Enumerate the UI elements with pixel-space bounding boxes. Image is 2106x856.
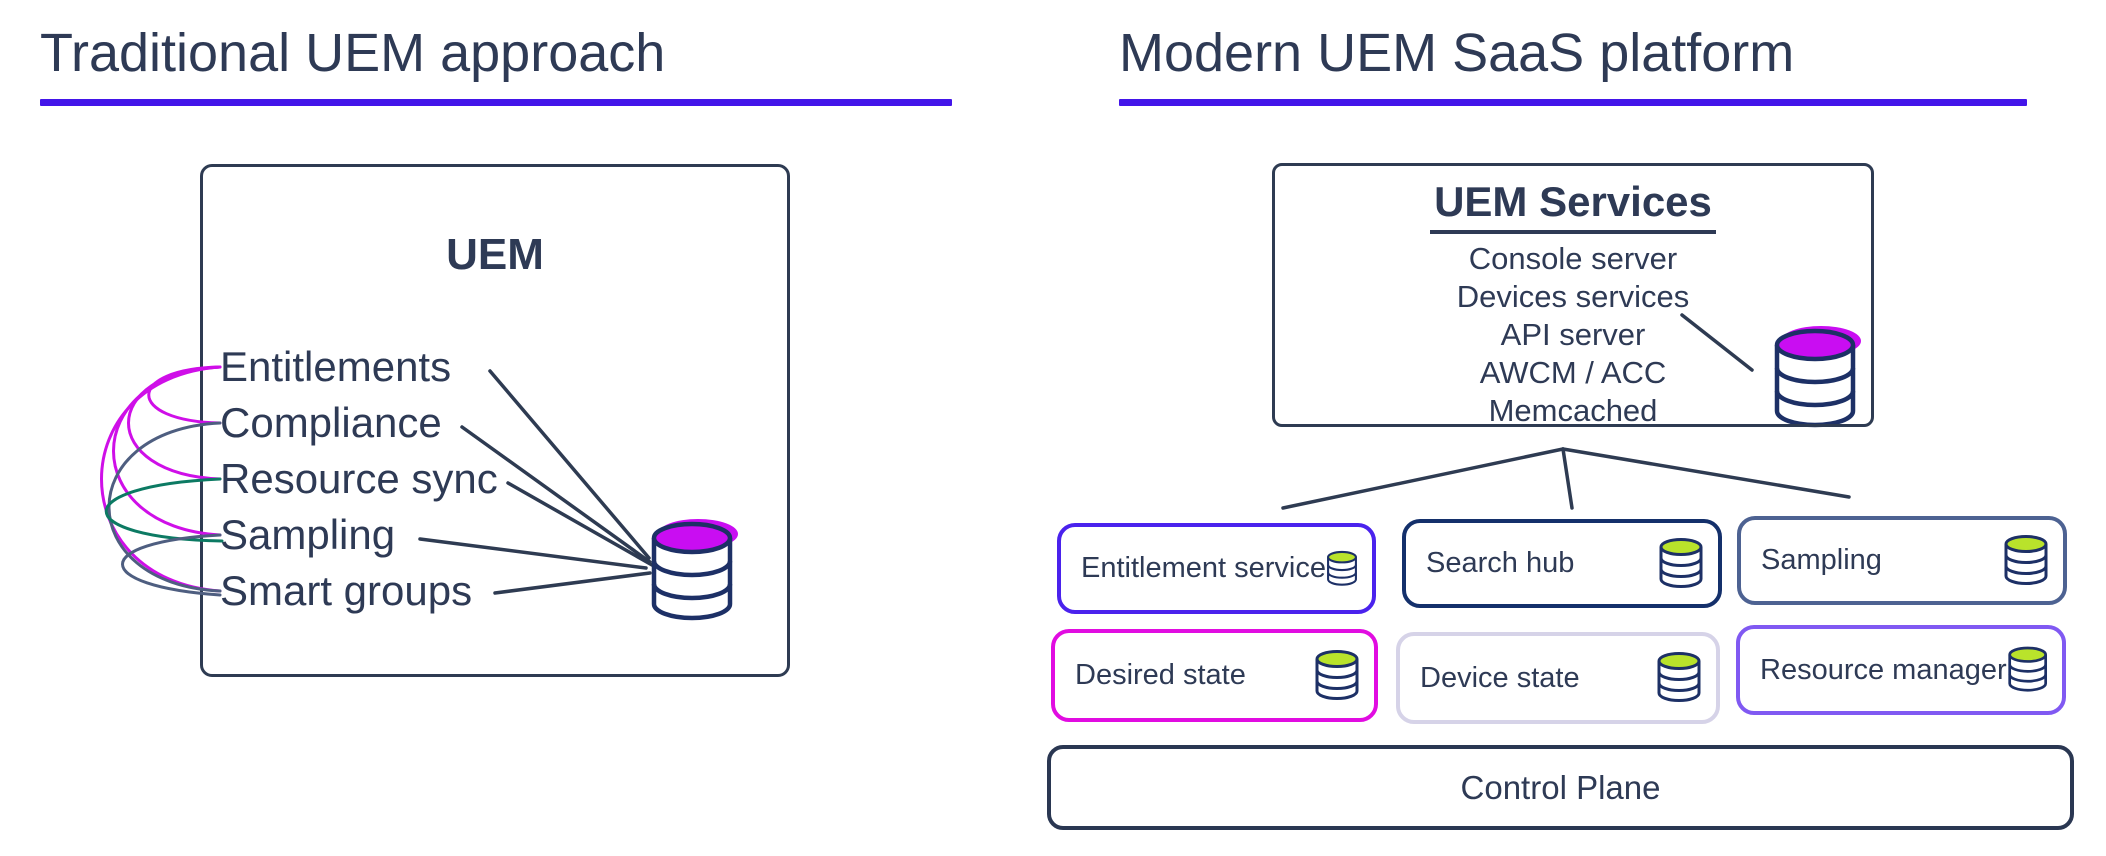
left-panel-title: Traditional UEM approach xyxy=(40,23,666,83)
module-resource-sync: Resource sync xyxy=(220,455,498,502)
database-icon xyxy=(1659,537,1703,588)
tile-label: Desired state xyxy=(1075,659,1246,691)
module-entitlements: Entitlements xyxy=(220,343,452,390)
tile-desired-state: Desired state xyxy=(1051,629,1378,722)
tile-label: Entitlement service xyxy=(1081,552,1326,584)
database-icon xyxy=(2004,534,2048,585)
service-memcached: Memcached xyxy=(1488,393,1658,428)
right-title-underline xyxy=(1119,99,2027,106)
control-plane-label: Control Plane xyxy=(1460,768,1661,806)
tile-label: Device state xyxy=(1420,661,1580,694)
tile-sampling: Sampling xyxy=(1737,516,2067,605)
service-console-server: Console server xyxy=(1468,241,1678,276)
uem-services-box: UEM Services Console server Devices serv… xyxy=(1272,163,1874,430)
tile-label: Sampling xyxy=(1761,544,1882,576)
right-panel-title: Modern UEM SaaS platform xyxy=(1119,23,1795,83)
tile-label: Search hub xyxy=(1426,547,1575,579)
tile-search-hub: Search hub xyxy=(1402,519,1722,608)
service-devices-services: Devices services xyxy=(1456,279,1690,314)
tile-resource-manager: Resource manager xyxy=(1736,625,2066,715)
branch-right xyxy=(1561,447,1851,499)
control-plane-box: Control Plane xyxy=(1047,745,2074,830)
module-smart-groups: Smart groups xyxy=(220,567,473,614)
branch-middle xyxy=(1561,447,1574,510)
branch-left xyxy=(1281,447,1565,510)
module-sampling: Sampling xyxy=(220,511,396,558)
tile-entitlement-service: Entitlement service xyxy=(1057,523,1376,614)
tile-device-state: Device state xyxy=(1396,632,1720,724)
left-title-underline xyxy=(40,99,952,106)
services-branch-lines xyxy=(1281,447,1851,510)
database-icon xyxy=(2007,646,2047,692)
uem-services-list: Console server Devices services API serv… xyxy=(1275,240,1871,430)
tile-label: Resource manager xyxy=(1760,653,2007,686)
service-awcm-acc: AWCM / ACC xyxy=(1479,355,1667,390)
uem-box-heading: UEM xyxy=(446,230,544,279)
module-compliance: Compliance xyxy=(220,399,442,446)
uem-services-heading: UEM Services xyxy=(1430,178,1716,234)
service-api-server: API server xyxy=(1500,317,1646,352)
database-icon xyxy=(1657,652,1701,702)
database-icon xyxy=(1315,649,1359,700)
database-icon xyxy=(1327,550,1357,586)
